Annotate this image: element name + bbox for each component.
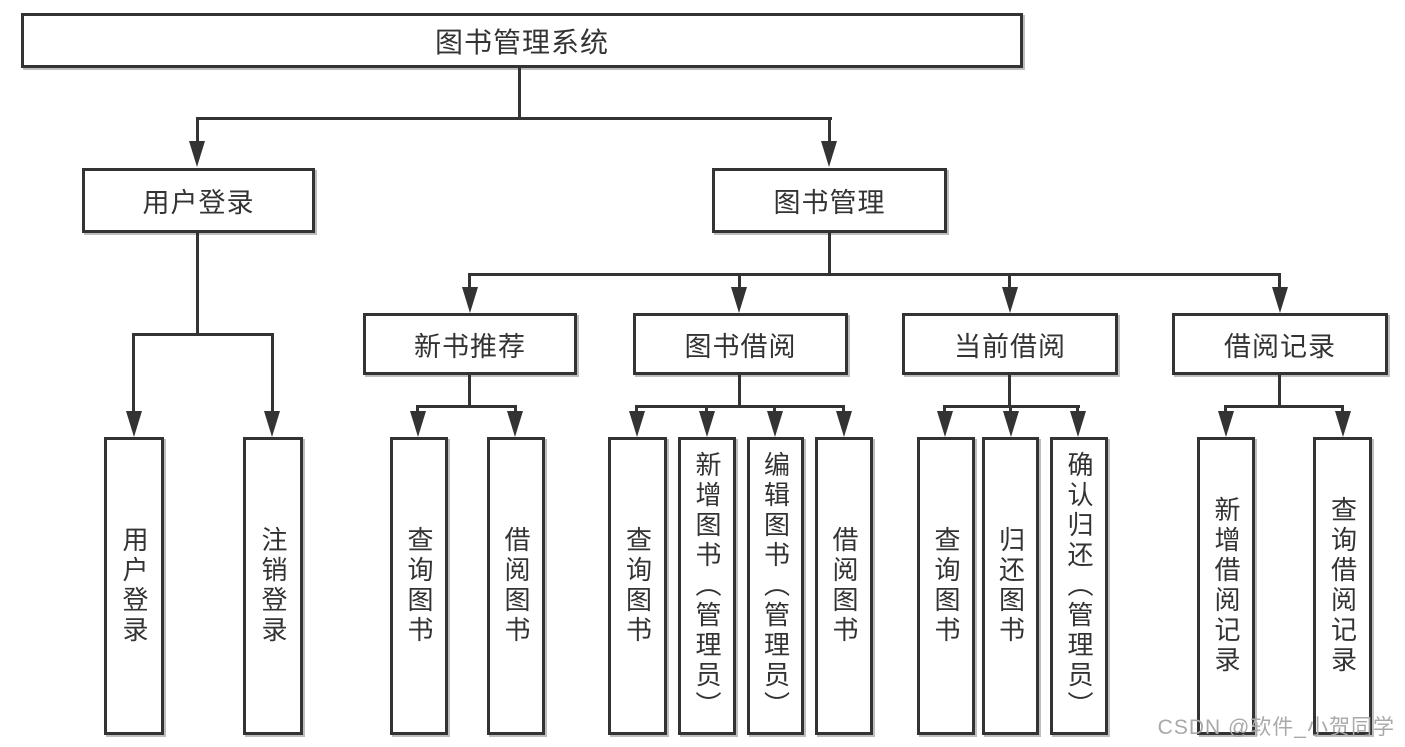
arrow-down-icon [699,411,715,437]
connector-arrow-shaft [468,273,471,291]
arrow-down-icon [126,411,142,437]
connector-arrow-shaft [1009,405,1012,415]
arrow-down-icon [836,411,852,437]
node-new-book-recommend: 新书推荐 [363,313,577,375]
arrow-down-icon [821,141,837,167]
leaf-add-books-admin: 新增图书（管理员） [678,437,736,735]
connector-book-mgmt-stem [828,233,831,276]
connector-arrow-shaft [635,405,638,415]
connector-group4-split [1224,405,1344,408]
connector-arrow-shaft [416,405,419,415]
node-label: 借阅图书 [829,526,859,646]
node-current-borrow: 当前借阅 [902,313,1118,375]
csdn-watermark: CSDN @软件_小贺同学 [1157,716,1395,739]
connector-arrow-shaft [828,117,831,147]
node-label: 查询图书 [931,526,961,646]
leaf-edit-books-admin: 编辑图书（管理员） [747,437,804,735]
connector-root-stem [518,68,521,119]
node-label: 新书推荐 [414,331,526,362]
node-label: 注销登录 [258,526,288,646]
node-label: 归还图书 [995,526,1026,646]
leaf-borrow-books-1: 借阅图书 [487,437,545,735]
connector-arrow-shaft [196,117,199,147]
arrow-down-icon [1003,411,1019,437]
node-label: 编辑图书（管理员） [760,451,791,721]
arrow-down-icon [1218,411,1234,437]
connector-arrow-shaft [1008,273,1011,291]
node-label: 查询图书 [622,526,653,646]
node-label: 用户登录 [142,188,255,218]
connector-arrow-shaft [514,405,517,415]
node-book-borrow: 图书借阅 [633,313,848,375]
arrow-down-icon [1002,287,1018,313]
node-borrow-records: 借阅记录 [1172,313,1388,375]
node-label: 确认归还（管理员） [1064,451,1094,721]
connector-arrow-shaft [738,273,741,291]
arrow-down-icon [507,411,523,437]
arrow-down-icon [189,141,205,167]
connector-level1-split [196,117,832,120]
connector-arrow-shaft [773,405,776,415]
connector-user-login-split [133,333,274,336]
connector-arrow-shaft [271,333,274,412]
node-label: 用户登录 [119,526,149,646]
connector-arrow-shaft [132,333,135,412]
node-library-management-system: 图书管理系统 [21,13,1023,68]
connector-arrow-shaft [705,405,708,415]
node-label: 图书借阅 [684,331,797,362]
node-label: 借阅记录 [1224,331,1336,362]
node-label: 当前借阅 [954,331,1066,362]
connector-group3-split [944,405,1080,408]
arrow-down-icon [1070,411,1086,437]
node-label: 图书管理 [773,188,886,218]
connector-arrow-shaft [1076,405,1079,415]
leaf-query-books-2: 查询图书 [608,437,667,735]
arrow-down-icon [1335,411,1351,437]
node-label: 新增图书（管理员） [692,451,722,721]
connector-arrow-shaft [1341,405,1344,415]
node-label: 新增借阅记录 [1211,496,1241,676]
arrow-down-icon [264,411,280,437]
leaf-logout: 注销登录 [243,437,303,735]
connector-group3-stem [1008,375,1011,407]
connector-group1-split [417,405,517,408]
connector-group2-stem [738,375,741,407]
arrow-down-icon [629,411,645,437]
connector-user-login-stem [196,233,199,336]
node-user-login: 用户登录 [82,168,315,233]
node-label: 图书管理系统 [434,26,609,58]
node-label: 查询借阅记录 [1327,496,1358,676]
leaf-borrow-books-2: 借阅图书 [815,437,873,735]
arrow-down-icon [1272,287,1288,313]
arrow-down-icon [937,411,953,437]
arrow-down-icon [767,411,783,437]
node-label: 借阅图书 [501,526,531,646]
leaf-user-login: 用户登录 [104,437,164,735]
arrow-down-icon [410,411,426,437]
connector-group1-stem [468,375,471,407]
connector-group4-stem [1278,375,1281,407]
leaf-query-books-1: 查询图书 [390,437,448,735]
connector-arrow-shaft [842,405,845,415]
connector-arrow-shaft [943,405,946,415]
connector-book-mgmt-split [468,273,1281,276]
connector-arrow-shaft [1278,273,1281,291]
leaf-query-books-3: 查询图书 [917,437,975,735]
connector-group2-split [636,405,845,408]
arrow-down-icon [462,287,478,313]
leaf-confirm-return-admin: 确认归还（管理员） [1050,437,1108,735]
leaf-query-borrow-record: 查询借阅记录 [1313,437,1372,735]
connector-arrow-shaft [1224,405,1227,415]
node-book-management: 图书管理 [712,168,947,233]
arrow-down-icon [731,287,747,313]
node-label: 查询图书 [404,526,434,646]
leaf-add-borrow-record: 新增借阅记录 [1197,437,1255,735]
leaf-return-books: 归还图书 [982,437,1039,735]
